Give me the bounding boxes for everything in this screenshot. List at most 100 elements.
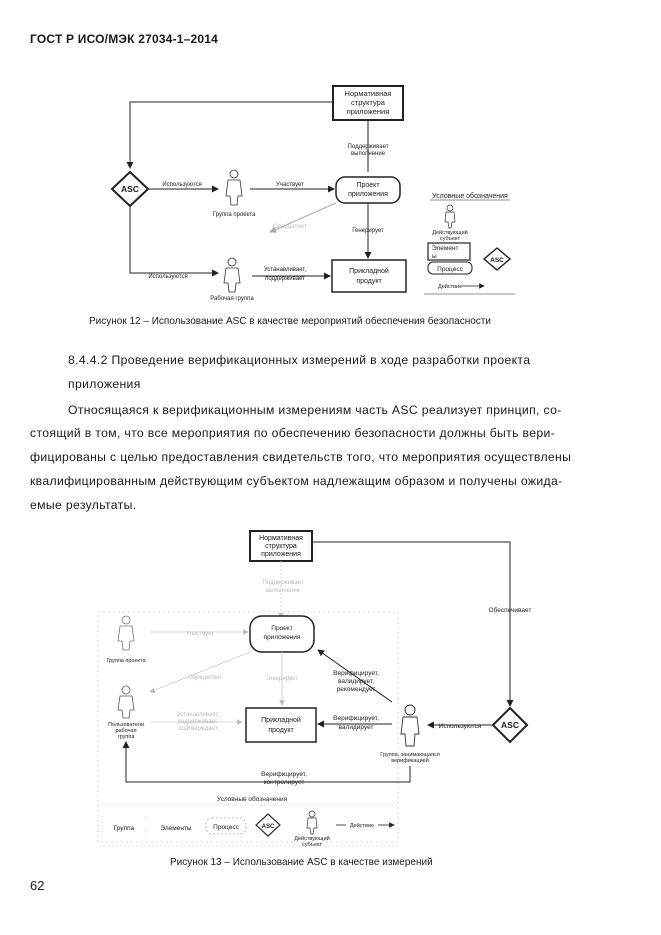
legend-actor-icon [444,204,456,229]
paragraph-line-5: емые результаты. [30,498,137,512]
legend-element-box [427,242,471,261]
figure-12-caption: Рисунок 12 – Использование ASC в качеств… [89,316,491,327]
svg-text:выполнение: выполнение [351,151,386,157]
svg-text:Поддерживает: Поддерживает [263,580,304,586]
fig12-work-group-label: Рабочая группа [210,296,254,302]
svg-text:валидирует: валидирует [339,724,374,731]
svg-text:Условные обозначения: Условные обозначения [432,192,508,200]
svg-text:Прикладной: Прикладной [349,267,389,275]
svg-text:приложения: приложения [347,107,390,116]
svg-text:рабочая: рабочая [115,728,136,734]
svg-text:Участвует: Участвует [276,182,304,188]
svg-text:ASC: ASC [262,824,275,830]
svg-text:структура: структура [351,98,386,107]
svg-text:приложения: приложения [348,191,388,198]
svg-text:ASC: ASC [501,720,519,730]
svg-text:Процесс: Процесс [213,824,239,831]
svg-text:ы: ы [432,253,437,260]
fig12-norm-structure-box: Нормативная структура приложения [332,85,404,121]
svg-text:Пользователи: Пользователи [108,722,144,728]
svg-text:Обеспечивает: Обеспечивает [489,606,532,614]
svg-text:валидирует,: валидирует, [338,678,374,685]
fig13-project-group-label: Группа проекта [106,658,146,664]
fig13-arrow-verifies-recommends [317,649,393,703]
fig13-work-group-actor [117,685,135,719]
svg-text:Верифицирует,: Верифицирует, [333,670,379,677]
svg-text:ASC: ASC [121,184,139,194]
svg-text:Проект: Проект [356,182,380,189]
document-header: ГОСТ Р ИСО/МЭК 27034-1–2014 [30,32,219,46]
svg-text:структура: структура [265,543,297,550]
svg-text:продукт: продукт [268,727,294,734]
fig13-legend: Условные обозначения Группа Элементы Про… [100,795,400,848]
fig12-project-app-process: Проект приложения [335,176,401,204]
fig12-work-group-actor [223,257,241,293]
svg-text:Верифицирует,: Верифицирует, [261,771,307,778]
svg-text:подтверждает: подтверждает [178,726,217,732]
svg-text:субъект: субъект [302,842,322,848]
svg-text:Процесс: Процесс [437,266,463,273]
svg-text:Поддерживает: Поддерживает [348,144,389,150]
fig13-project-app-process: Проект приложения [249,615,315,653]
svg-text:Нормативная: Нормативная [345,89,392,98]
page-number: 62 [30,878,45,893]
legend-process-box [427,261,473,275]
svg-text:Элемент: Элемент [432,245,459,252]
fig12-project-group-actor [225,169,243,206]
figure-12-diagram: Нормативная структура приложения ASC Под… [110,85,515,302]
paragraph-line-3: фицированы с целью предоставления свидет… [30,450,572,464]
svg-text:Используются: Используются [148,274,187,280]
fig12-arrow-uses-bottom [129,206,219,277]
svg-text:продукт: продукт [356,278,382,285]
svg-text:Проект: Проект [271,625,292,632]
fig12-legend: Условные обозначения Действующий субъект… [424,192,515,295]
svg-text:Условные обозначения: Условные обозначения [217,795,288,803]
svg-text:ASC: ASC [490,257,504,264]
fig12-arrow-norm-to-asc [126,101,333,169]
section-heading-line-2: приложения [68,377,141,391]
paragraph-line-4: квалифицированным действующим субъектом … [30,474,563,488]
svg-text:поддерживает,: поддерживает, [178,719,219,725]
figure-13-caption: Рисунок 13 – Использование ASC в качеств… [170,857,433,868]
svg-text:Верифицирует,: Верифицирует, [333,715,379,722]
svg-text:субъект: субъект [440,236,460,242]
svg-text:контролирует: контролирует [264,779,305,786]
svg-text:Используются: Используются [162,182,201,188]
svg-text:Группа, занимающаяся: Группа, занимающаяся [380,752,439,758]
svg-text:Генерирует: Генерирует [352,228,384,234]
svg-text:Прикладной: Прикладной [261,716,301,724]
fig13-norm-structure-box: Нормативная структура приложения [249,530,313,562]
legend13-asc-diamond [255,813,281,837]
svg-text:Устанавливает,: Устанавливает, [177,712,220,718]
legend13-actor-icon [306,810,318,835]
svg-text:приложения: приложения [264,634,301,641]
svg-text:выполнение: выполнение [266,588,301,594]
fig13-arrow-verifies-controls [122,741,411,783]
svg-text:рекомендует: рекомендует [337,686,376,693]
fig13-project-group-actor [117,615,135,651]
fig13-verifier-actor [400,704,420,747]
fig13-dashed-frame [97,611,399,843]
svg-text:Действующий: Действующий [432,229,467,236]
svg-text:Нормативная: Нормативная [259,535,303,542]
svg-text:Элементы: Элементы [160,825,192,832]
fig13-app-product-box: Прикладной продукт [245,707,317,743]
legend13-process-box [205,817,247,835]
legend-asc-diamond [482,247,512,271]
fig12-app-product-box: Прикладной продукт [331,259,407,293]
svg-text:Действующий: Действующий [294,835,329,842]
paragraph-line-2: стоящий в том, что все мероприятия по об… [30,426,556,440]
svg-text:Действие: Действие [438,283,462,290]
fig12-arrow-defines [269,202,337,233]
svg-text:поддерживает: поддерживает [265,276,305,282]
svg-text:группа: группа [118,734,136,740]
svg-text:Определяет: Определяет [188,675,222,681]
svg-text:верификацией: верификацией [391,757,429,764]
svg-text:приложения: приложения [261,551,301,558]
svg-text:Определяет: Определяет [273,224,307,230]
section-heading-line-1: 8.4.4.2 Проведение верификационных измер… [68,353,531,367]
svg-text:Действие: Действие [350,822,374,829]
svg-text:Участвует: Участвует [186,631,214,637]
svg-text:Генерирует: Генерирует [266,676,298,682]
svg-text:Группа: Группа [114,825,135,832]
